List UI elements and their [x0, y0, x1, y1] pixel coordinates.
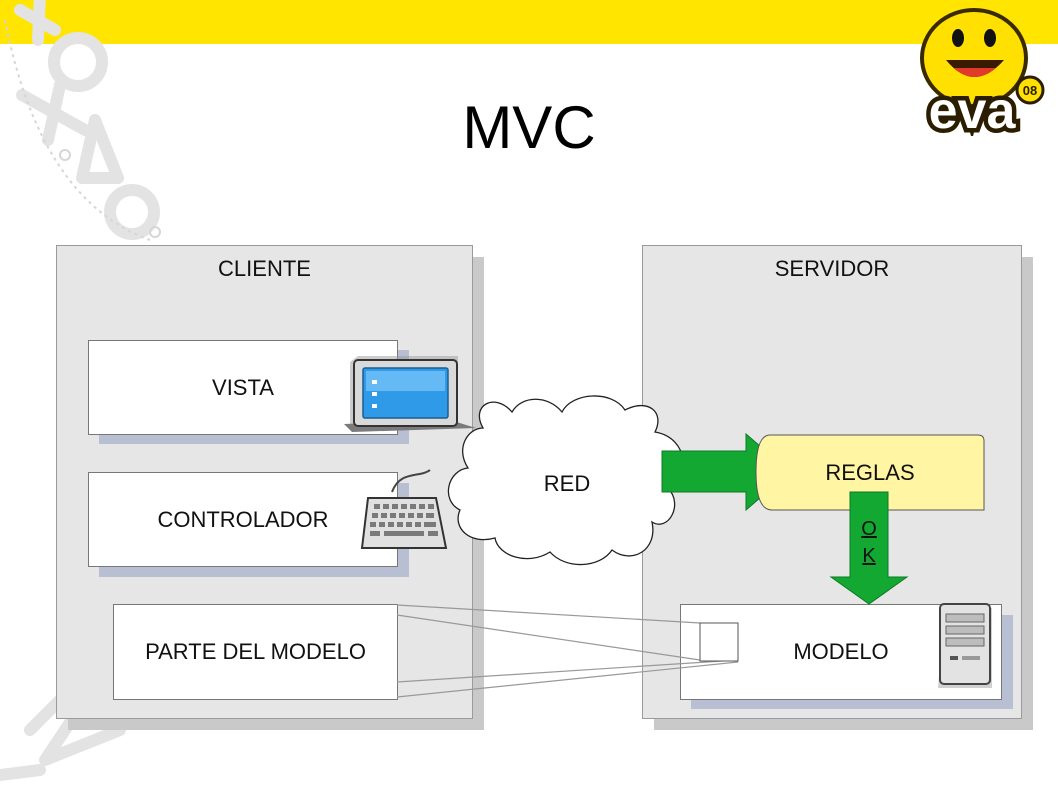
controller-label: CONTROLADOR: [157, 506, 329, 532]
top-banner: [0, 0, 1058, 44]
logo-wordmark: eva: [924, 78, 1021, 137]
client-panel-label: CLIENTE: [218, 256, 311, 281]
logo-text: eva: [929, 82, 1017, 136]
decorative-shapes-icon: [0, 0, 161, 781]
rules-box[interactable]: [755, 434, 985, 511]
eva-logo: eva 08: [920, 8, 1045, 137]
view-box[interactable]: VISTA: [88, 340, 398, 435]
view-label: VISTA: [212, 374, 274, 400]
server-panel-label: SERVIDOR: [774, 256, 890, 281]
model-part-box[interactable]: PARTE DEL MODELO: [113, 604, 398, 700]
page-title: MVC: [462, 94, 596, 161]
model-label: MODELO: [793, 639, 889, 664]
logo-badge: 08: [1023, 83, 1037, 98]
controller-box[interactable]: CONTROLADOR: [88, 472, 398, 567]
cloud-icon[interactable]: [447, 395, 684, 566]
model-part-label: PARTE DEL MODELO: [145, 639, 366, 664]
model-box[interactable]: MODELO: [680, 604, 1002, 700]
